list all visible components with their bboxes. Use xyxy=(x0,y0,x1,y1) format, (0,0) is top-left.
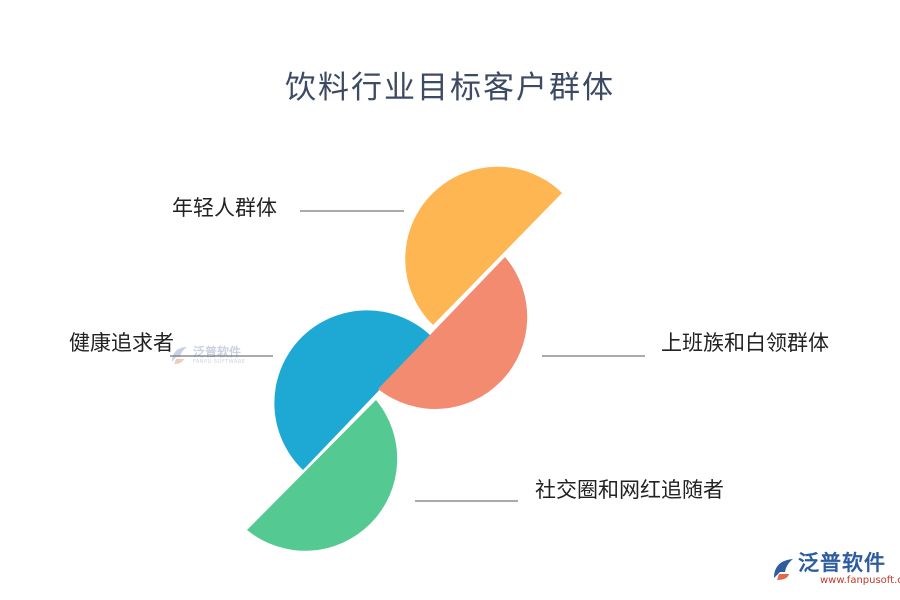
segment-social-shape xyxy=(247,400,398,551)
fanpu-brand-icon xyxy=(774,559,793,580)
watermark-text: 泛普软件 xyxy=(193,344,242,359)
watermark-subtext: FANPU SOFTWARE xyxy=(193,358,246,365)
page-title: 饮料行业目标客户群体 xyxy=(285,70,615,106)
segment-young-shape xyxy=(405,166,562,325)
label-health: 健康追求者 xyxy=(69,331,174,355)
fanpu-logo-icon xyxy=(172,347,187,364)
brand-name: 泛普软件 xyxy=(798,551,886,575)
brand-url[interactable]: www.fanpusoft.com xyxy=(820,575,900,586)
watermark: 泛普软件 FANPU SOFTWARE xyxy=(168,344,246,366)
segment-office-shape xyxy=(378,257,528,409)
label-young: 年轻人群体 xyxy=(172,196,277,220)
label-office: 上班族和白领群体 xyxy=(661,331,829,355)
brand-logo: 泛普软件 www.fanpusoft.com xyxy=(770,552,900,586)
segment-health-shape xyxy=(274,310,431,470)
label-social: 社交圈和网红追随者 xyxy=(535,478,724,502)
